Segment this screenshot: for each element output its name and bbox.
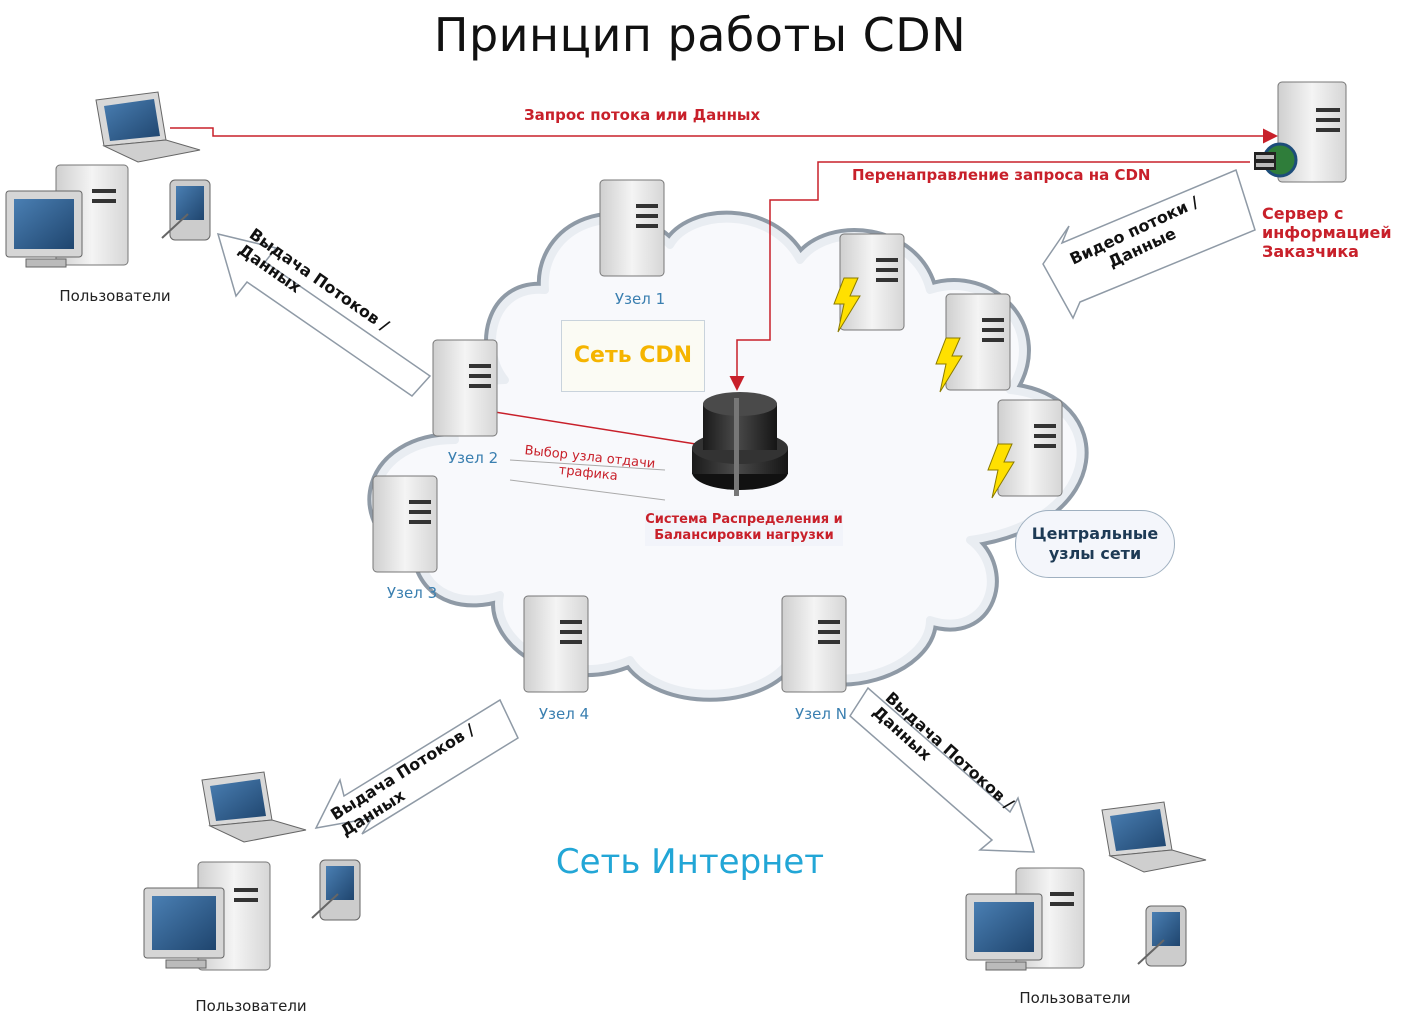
central-server-1 bbox=[839, 233, 905, 331]
arrow-top-left bbox=[216, 232, 432, 397]
node-n-label: Узел N bbox=[795, 705, 847, 723]
customer-server-label: Сервер с информацией Заказчика bbox=[1262, 204, 1392, 261]
laptop-icon bbox=[201, 771, 307, 843]
page-title: Принцип работы CDN bbox=[433, 8, 967, 62]
load-balancer-label: Система Распределения и Балансировки наг… bbox=[645, 510, 843, 546]
arrow-top-right bbox=[1042, 168, 1256, 320]
arrow-bottom-right bbox=[849, 686, 1036, 853]
arrow-bottom-left bbox=[314, 698, 519, 835]
node-3-label: Узел 3 bbox=[386, 584, 438, 602]
server-node-1 bbox=[599, 179, 665, 277]
desktop-computer-icon bbox=[5, 164, 129, 268]
node-2-label: Узел 2 bbox=[447, 449, 499, 467]
lightning-icon bbox=[987, 443, 1015, 499]
server-node-4 bbox=[523, 595, 589, 693]
request-label: Запрос потока или Данных bbox=[524, 106, 761, 124]
users-label-bottom-right: Пользователи bbox=[1019, 989, 1131, 1007]
server-node-3 bbox=[372, 475, 438, 573]
users-label-bottom-left: Пользователи bbox=[195, 997, 307, 1015]
request-arrow bbox=[170, 127, 1278, 144]
central-server-2 bbox=[945, 293, 1011, 391]
cdn-network-label: Сеть CDN bbox=[561, 320, 705, 392]
pda-icon bbox=[311, 859, 361, 921]
pda-icon bbox=[161, 179, 211, 241]
desktop-computer-icon bbox=[143, 861, 271, 971]
redirect-arrow bbox=[729, 161, 1250, 391]
lightning-icon bbox=[935, 337, 963, 393]
lightning-icon bbox=[833, 277, 861, 333]
server-node-n bbox=[781, 595, 847, 693]
central-nodes-label: Центральные узлы сети bbox=[1015, 510, 1175, 578]
internet-label: Сеть Интернет bbox=[555, 842, 825, 882]
load-balancer-icon bbox=[692, 392, 788, 496]
server-node-2 bbox=[432, 339, 498, 437]
globe-film-icon bbox=[1254, 142, 1298, 178]
node-1-label: Узел 1 bbox=[614, 290, 666, 308]
users-label-top: Пользователи bbox=[59, 287, 171, 305]
pda-icon bbox=[1137, 905, 1187, 967]
node-4-label: Узел 4 bbox=[538, 705, 590, 723]
redirect-label: Перенаправление запроса на CDN bbox=[852, 166, 1151, 184]
laptop-icon bbox=[95, 91, 201, 163]
laptop-icon bbox=[1101, 801, 1207, 873]
desktop-computer-icon bbox=[965, 867, 1085, 971]
node-choice-arrow bbox=[479, 404, 703, 446]
